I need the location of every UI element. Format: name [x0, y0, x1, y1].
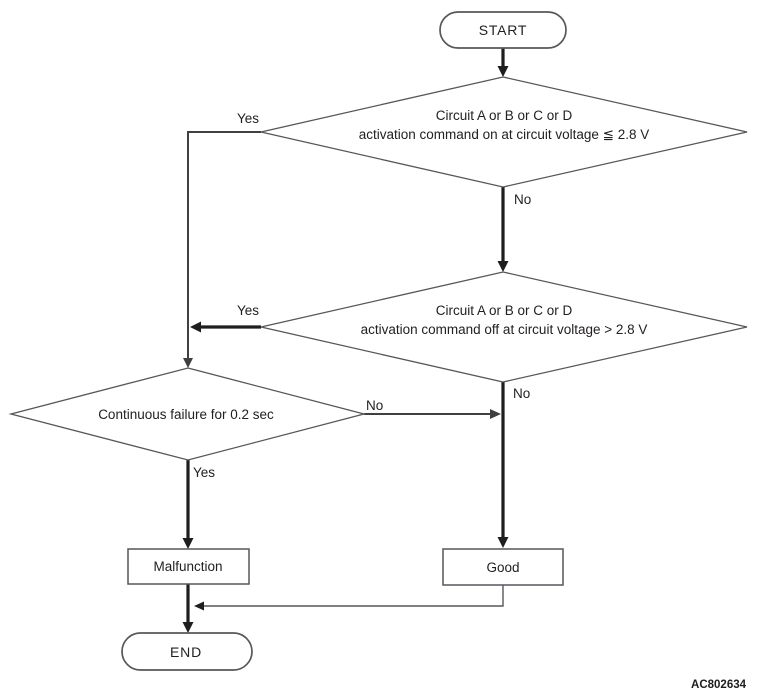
malfunction-label: Malfunction	[153, 559, 222, 574]
decision-activation-off-line2: activation command off at circuit voltag…	[361, 322, 648, 337]
edge-good-to-end	[194, 585, 504, 611]
good-label: Good	[486, 560, 519, 575]
start-shape	[439, 11, 567, 49]
malfunction-shape	[127, 548, 250, 585]
edge-decision-on-no	[497, 187, 509, 272]
decision-continuous-failure-shape	[8, 367, 367, 461]
edge-line	[203, 585, 504, 607]
edge-decision-off-yes	[190, 321, 261, 333]
decision-activation-on: Circuit A or B or C or D activation comm…	[260, 76, 748, 188]
figure-code: AC802634	[691, 679, 747, 691]
arrowhead-down-icon	[497, 66, 509, 77]
label-decision-off-yes: Yes	[237, 303, 259, 318]
arrowhead-left-icon	[194, 601, 204, 611]
end-shape	[121, 632, 253, 671]
decision-activation-off-line1: Circuit A or B or C or D	[436, 303, 573, 318]
decision-activation-on-shape	[260, 76, 748, 188]
decision-continuous-failure-label: Continuous failure for 0.2 sec	[98, 407, 274, 422]
edge-decision-failure-yes	[182, 460, 194, 549]
decision-activation-off-shape	[260, 271, 748, 383]
edges: Yes No Yes No No Yes	[182, 48, 531, 633]
decision-activation-on-line2: activation command on at circuit voltage…	[359, 127, 649, 142]
edge-decision-off-no	[497, 382, 509, 548]
edge-decision-on-yes	[183, 131, 261, 368]
start-node: START	[439, 11, 567, 49]
arrowhead-down-icon	[182, 622, 194, 633]
label-decision-on-yes: Yes	[237, 111, 259, 126]
end-node: END	[121, 632, 253, 671]
arrowhead-left-icon	[190, 321, 201, 333]
decision-continuous-failure: Continuous failure for 0.2 sec	[8, 367, 367, 461]
label-decision-off-no: No	[513, 386, 530, 401]
edge-labels: Yes No Yes No No Yes	[193, 111, 531, 480]
label-decision-on-no: No	[514, 192, 531, 207]
arrowhead-down-icon	[497, 537, 509, 548]
edge-start-to-decision-on	[497, 48, 509, 77]
edge-line	[187, 131, 261, 358]
label-decision-failure-yes: Yes	[193, 465, 215, 480]
good-node: Good	[442, 548, 564, 586]
edge-decision-failure-no	[364, 409, 501, 419]
end-label: END	[170, 644, 202, 660]
arrowhead-right-icon	[490, 409, 501, 419]
arrowhead-down-icon	[183, 358, 193, 368]
arrowhead-down-icon	[182, 538, 194, 549]
start-label: START	[479, 22, 528, 38]
good-shape	[442, 548, 564, 586]
label-decision-failure-no: No	[366, 398, 383, 413]
arrowhead-down-icon	[497, 261, 509, 272]
malfunction-node: Malfunction	[127, 548, 250, 585]
decision-activation-on-line1: Circuit A or B or C or D	[436, 108, 573, 123]
edge-malfunction-to-end	[182, 584, 194, 633]
decision-activation-off: Circuit A or B or C or D activation comm…	[260, 271, 748, 383]
